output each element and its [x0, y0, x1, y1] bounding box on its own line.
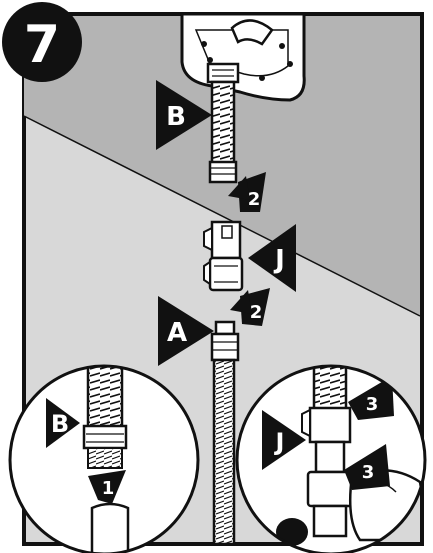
- step-arrow-upper: [228, 172, 266, 212]
- quick-connector: [203, 220, 244, 292]
- upper-hose: [206, 62, 240, 184]
- inset-right-step-number-upper: 3: [366, 394, 379, 415]
- label-pointer-B-top: [156, 80, 212, 150]
- inset-right-step-number-lower: 3: [362, 462, 375, 483]
- step-badge: [2, 2, 82, 82]
- step-arrow-lower: [230, 288, 270, 326]
- inset-right: [235, 364, 427, 553]
- step-arrow-lower-number: 2: [250, 302, 263, 323]
- label-B-inset: B: [51, 410, 69, 438]
- label-J: J: [273, 245, 285, 275]
- label-B-top: B: [166, 102, 186, 132]
- inset-left: [8, 364, 200, 553]
- step-arrow-upper-number: 2: [248, 189, 261, 210]
- inset-left-step-number: 1: [102, 478, 115, 499]
- step-number: 7: [24, 15, 60, 75]
- label-pointer-J: [248, 224, 296, 292]
- lower-hose: [210, 320, 240, 546]
- label-pointer-A: [158, 296, 214, 366]
- label-A: A: [167, 318, 187, 348]
- label-J-inset: J: [274, 428, 285, 456]
